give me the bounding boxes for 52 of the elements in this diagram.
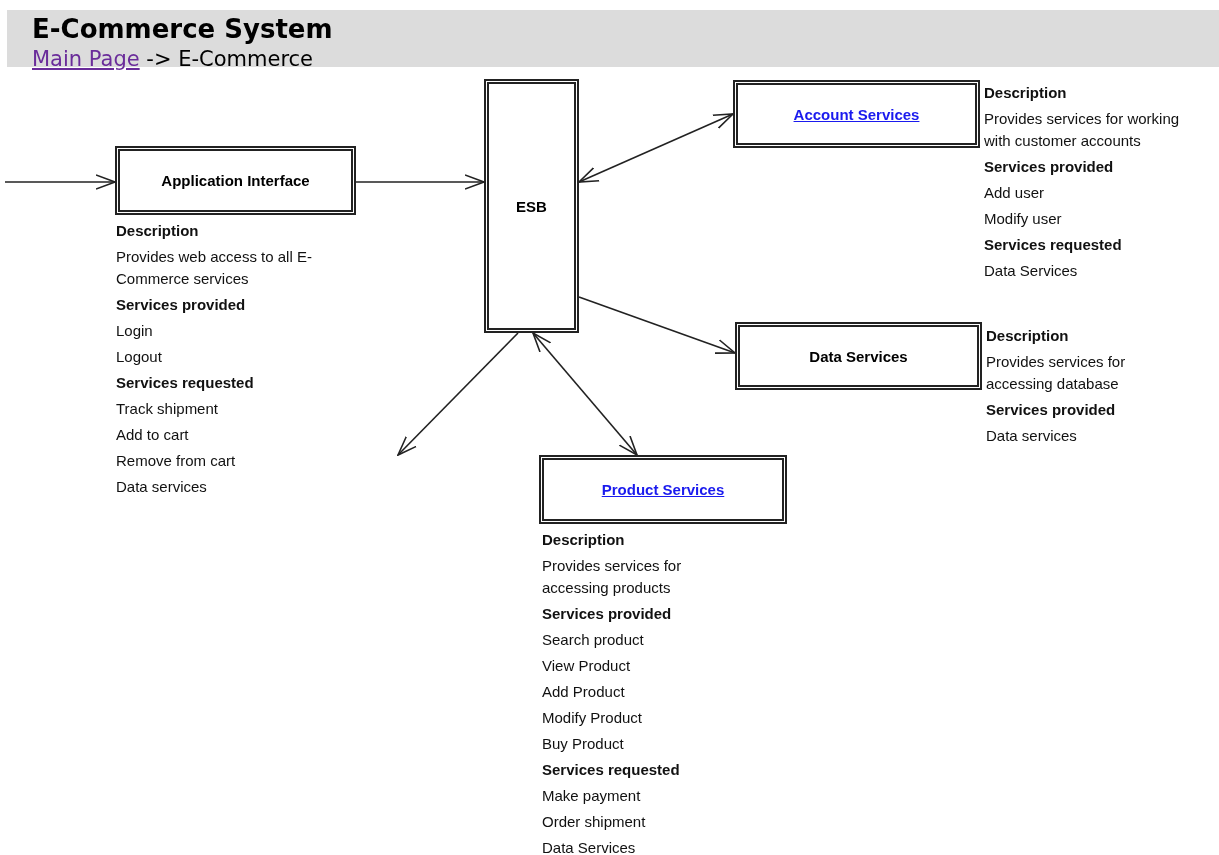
node-label: ESB xyxy=(516,197,547,215)
section-heading: Services requested xyxy=(116,373,255,393)
section-heading: Services requested xyxy=(542,760,681,780)
breadcrumb-text: -> E-Commerce xyxy=(146,47,314,71)
service-link: Account Services xyxy=(793,105,920,123)
description-text: Login xyxy=(116,321,154,341)
description-text: Data services xyxy=(986,426,1078,446)
description-text: Search product xyxy=(542,630,645,650)
description-text: Track shipment xyxy=(116,399,219,419)
description-text: View Product xyxy=(542,656,632,676)
service-box xyxy=(735,322,982,390)
breadcrumb-link: Main Page xyxy=(32,47,140,71)
section-heading: Description xyxy=(116,221,200,241)
section-heading: Description xyxy=(542,530,626,550)
description-text: Buy Product xyxy=(542,734,625,754)
page-title: E-Commerce System xyxy=(32,14,333,44)
description-text: Order shipment xyxy=(542,812,647,832)
description-text: Provides web access to all E-Commerce services xyxy=(116,247,313,289)
section-heading: Services provided xyxy=(986,400,1117,420)
description-text: Data services xyxy=(116,477,208,497)
section-heading: Description xyxy=(984,83,1068,103)
description-text: Make payment xyxy=(542,786,642,806)
description-text: Data Services xyxy=(542,838,637,855)
arrow xyxy=(355,174,485,190)
service-box xyxy=(733,80,980,148)
service-link: Product Services xyxy=(601,481,725,498)
section-heading: Services provided xyxy=(542,604,673,624)
arrow xyxy=(397,332,519,456)
description-text: Logout xyxy=(116,347,163,367)
description-text: Add user xyxy=(984,183,1046,203)
description-text: Remove from cart xyxy=(116,451,237,471)
section-heading: Services requested xyxy=(984,235,1123,255)
description-text: Modify Product xyxy=(542,708,644,728)
description-text: Data Services xyxy=(984,261,1079,281)
description-text: Provides services for accessing products xyxy=(542,556,683,598)
arrow xyxy=(4,174,116,190)
service-box xyxy=(539,455,787,524)
bus-box xyxy=(484,79,579,333)
service-box xyxy=(115,146,356,215)
section-heading: Services provided xyxy=(984,157,1115,177)
description-text: Add Product xyxy=(542,682,626,702)
node-label: Data Services xyxy=(809,347,908,365)
description-text: Modify user xyxy=(984,209,1063,229)
description-text: Add to cart xyxy=(116,425,190,445)
arrow xyxy=(532,332,638,456)
description-text: Provides services for accessing database xyxy=(986,352,1127,394)
section-heading: Description xyxy=(986,326,1070,346)
section-heading: Services provided xyxy=(116,295,247,315)
arrow xyxy=(578,296,736,354)
description-text: Provides services for working with customer accounts xyxy=(984,109,1181,151)
node-label: Application Interface xyxy=(161,172,310,189)
arrow xyxy=(578,113,734,183)
